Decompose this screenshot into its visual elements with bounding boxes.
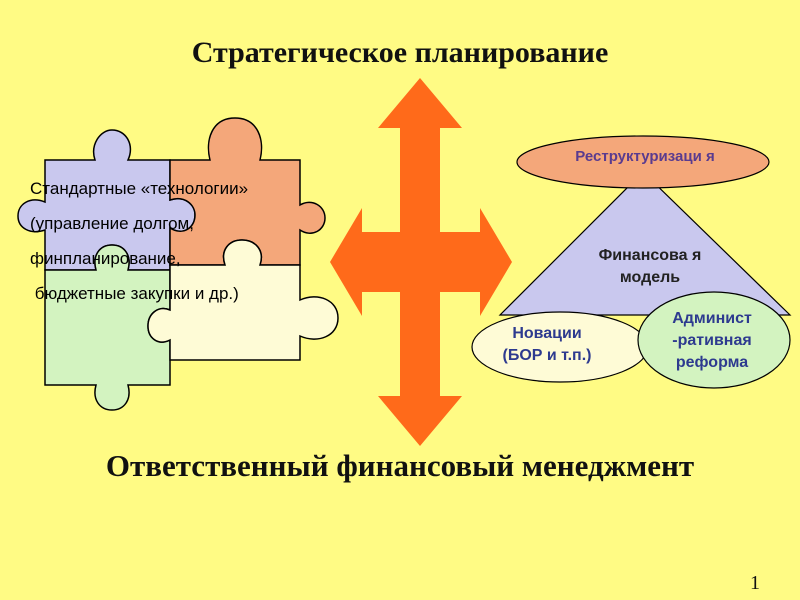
puzzle-text: Стандартные «технологии» (управление дол… [30, 180, 248, 320]
restructuring-ellipse [516, 135, 770, 189]
puzzle-graphic [17, 117, 339, 411]
puzzle-text-line: бюджетные закупки и др.) [30, 284, 239, 303]
puzzle-piece-cream [147, 239, 339, 361]
four-way-arrow [330, 78, 512, 446]
puzzle-piece-orange [169, 117, 326, 266]
financial-model-triangle [498, 171, 792, 316]
page-number: 1 [750, 572, 760, 594]
admin-reform-ellipse [637, 291, 791, 389]
bottom-title: Ответственный финансовый менеджмент [105, 448, 695, 483]
restructuring-label: Реструктуризаци я [575, 148, 715, 165]
puzzle-text-line: финпланирование, [30, 249, 181, 268]
puzzle-text-line: (управление долгом, [30, 214, 194, 233]
top-title: Стратегическое планирование [191, 36, 609, 69]
financial-model-label: Финансова я модель [598, 247, 702, 286]
admin-reform-label: Админист -ративная реформа [672, 310, 752, 371]
innovations-label: Новации (БОР и т.п.) [502, 325, 592, 364]
puzzle-text-line: Стандартные «технологии» [30, 179, 249, 198]
financial-model-graphic [471, 135, 792, 389]
